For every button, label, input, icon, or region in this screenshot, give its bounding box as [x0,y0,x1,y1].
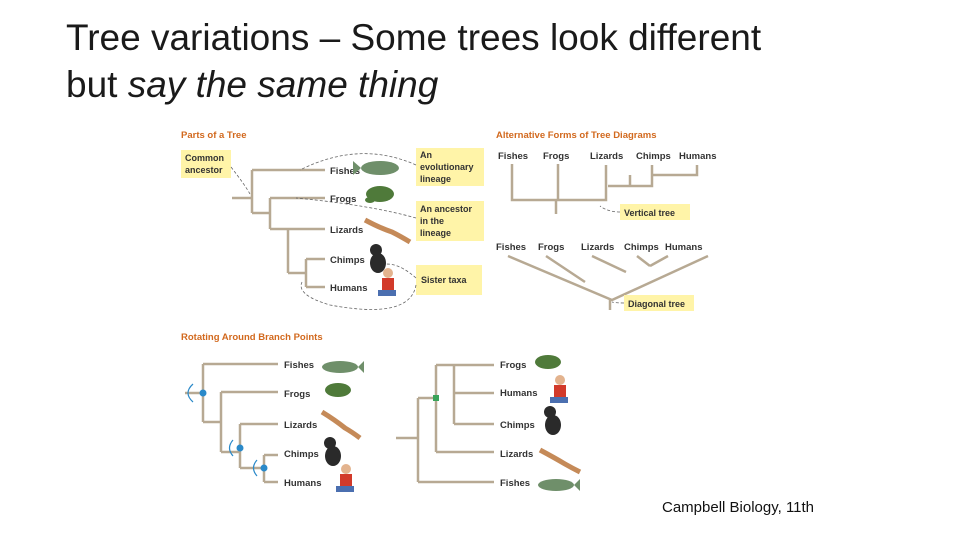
common-ancestor-label-1: Common [185,153,224,163]
parts-taxon-chimps: Chimps [330,255,365,266]
rotating-left-lizards: Lizards [284,420,317,431]
vertical-taxon-chimps: Chimps [636,151,671,162]
diagonal-tree-branches [507,254,709,310]
rotating-right-frogs: Frogs [500,360,526,371]
rotation-markers-left [187,383,268,477]
rotating-right-branches [396,363,494,484]
diagonal-taxon-frogs: Frogs [538,242,564,253]
rotating-heading: Rotating Around Branch Points [181,332,323,343]
sister-taxa-label: Sister taxa [421,275,468,285]
ancestor-label-1: An ancestor [420,204,473,214]
slide-title: Tree variations – Some trees look differ… [66,14,761,108]
ancestor-label-3: lineage [420,228,451,238]
alternative-heading: Alternative Forms of Tree Diagrams [496,130,657,141]
rotating-left-animals [320,361,364,492]
parts-of-tree-panel: Parts of a Tree Common ancestor An evolu… [181,130,484,310]
rotating-right-animals [535,355,582,491]
title-line-1: Tree variations – Some trees look differ… [66,17,762,58]
parts-heading: Parts of a Tree [181,130,246,141]
vertical-taxon-humans: Humans [679,151,716,162]
vertical-tree-label: Vertical tree [624,208,675,218]
common-ancestor-callout [181,150,231,178]
title-line-2-prefix: but [66,64,128,105]
title-line-2-italic: say the same thing [127,64,439,105]
fish-illustration [353,161,399,175]
alternative-forms-panel: Alternative Forms of Tree Diagrams Fishe… [496,130,716,311]
rotating-panel: Rotating Around Branch Points Fishes Fro… [181,332,582,492]
frog-illustration [365,186,394,203]
rotating-right-lizards: Lizards [500,449,533,460]
ancestor-in-lineage-callout [416,201,484,241]
rotating-right-fishes: Fishes [500,478,530,489]
vertical-taxon-frogs: Frogs [543,151,569,162]
parts-taxon-humans: Humans [330,283,367,294]
diagonal-pointer [611,301,625,304]
source-credit: Campbell Biology, 11th [662,499,815,516]
vertical-taxon-lizards: Lizards [590,151,623,162]
lineage-label-2: evolutionary [420,162,474,172]
rotating-left-branches [185,362,278,484]
rotating-left-frogs: Frogs [284,389,310,400]
evolutionary-lineage-callout [416,148,484,186]
vertical-taxon-fishes: Fishes [498,151,528,162]
lizard-illustration [363,217,412,245]
chimp-illustration [370,244,386,273]
lineage-label-3: lineage [420,174,451,184]
diagonal-taxon-lizards: Lizards [581,242,614,253]
sister-taxa-callout [416,265,482,295]
rotating-left-fishes: Fishes [284,360,314,371]
ancestor-label-2: in the [420,216,444,226]
vertical-tree-callout [620,204,690,220]
lineage-label-1: An [420,150,432,160]
rotation-marker-right [433,395,439,401]
human-illustration [378,268,396,296]
rotating-left-chimps: Chimps [284,449,319,460]
parts-taxon-lizards: Lizards [330,225,363,236]
diagonal-taxon-fishes: Fishes [496,242,526,253]
parts-taxon-fishes: Fishes [330,166,360,177]
vertical-tree-branches [510,164,699,214]
diagonal-taxon-chimps: Chimps [624,242,659,253]
common-ancestor-label-2: ancestor [185,165,223,175]
diagonal-tree-callout [624,295,694,311]
rotating-right-humans: Humans [500,388,537,399]
rotating-left-humans: Humans [284,478,321,489]
vertical-pointer [599,205,621,213]
rotating-right-chimps: Chimps [500,420,535,431]
parts-taxon-frogs: Frogs [330,194,356,205]
diagonal-taxon-humans: Humans [665,242,702,253]
diagonal-tree-label: Diagonal tree [628,299,685,309]
